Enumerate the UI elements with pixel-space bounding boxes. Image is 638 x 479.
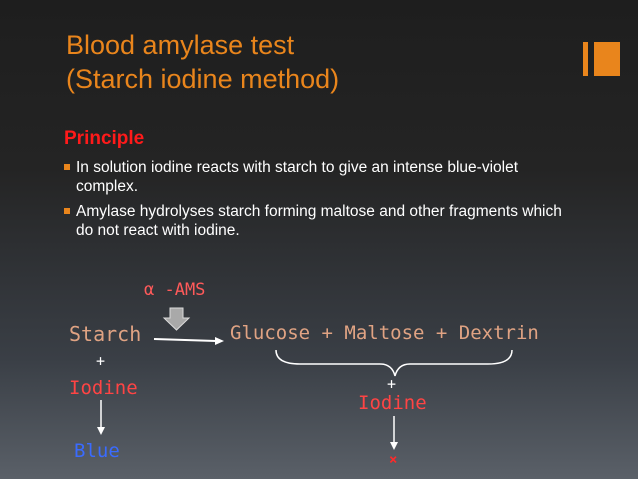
- decorative-bar-thin: [583, 42, 588, 76]
- bullet-item-2: Amylase hydrolyses starch forming maltos…: [64, 202, 564, 240]
- bullet-square-icon: [64, 164, 70, 170]
- bullet-square-icon: [64, 208, 70, 214]
- reaction-arrow-head-icon: [215, 337, 224, 345]
- products-brace: [275, 349, 513, 377]
- principle-heading: Principle: [64, 128, 145, 149]
- plus-right: +: [387, 375, 397, 393]
- bullet-text-1: In solution iodine reacts with starch to…: [76, 159, 518, 195]
- plus-left: +: [96, 352, 106, 370]
- blue-result-label: Blue: [74, 440, 120, 462]
- title-line-1: Blood amylase test: [66, 30, 295, 60]
- enzyme-label: α -AMS: [144, 280, 206, 300]
- decorative-bar-thick: [594, 42, 620, 76]
- iodine-right-label: Iodine: [358, 392, 427, 414]
- products-label: Glucose + Maltose + Dextrin: [230, 322, 539, 344]
- substrate-label: Starch: [69, 322, 142, 346]
- bullet-item-1: In solution iodine reacts with starch to…: [64, 158, 564, 196]
- reaction-arrow-line: [153, 338, 217, 342]
- right-result-arrow-head-icon: [390, 442, 398, 450]
- title-line-2: (Starch iodine method): [66, 64, 340, 94]
- slide-title: Blood amylase test (Starch iodine method…: [66, 28, 339, 96]
- bullet-text-2: Amylase hydrolyses starch forming maltos…: [76, 203, 562, 239]
- bullet-list: In solution iodine reacts with starch to…: [64, 158, 564, 246]
- no-reaction-cross-icon: ×: [389, 452, 398, 468]
- enzyme-down-arrow-icon: [162, 307, 191, 331]
- left-result-arrow-head-icon: [97, 427, 105, 435]
- iodine-left-label: Iodine: [69, 377, 138, 399]
